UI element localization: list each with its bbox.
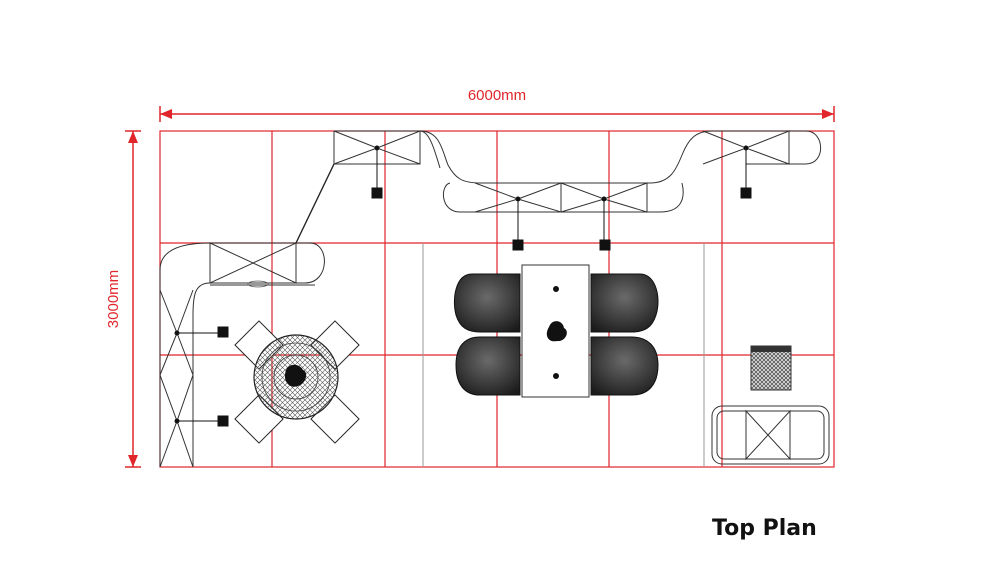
lounge-chair-left-top: [453, 273, 521, 333]
spotlight-3: [599, 239, 611, 251]
meeting-table-set: [453, 264, 659, 398]
height-dimension: [125, 130, 141, 468]
spotlight-2: [512, 239, 524, 251]
curved-left-wall: [159, 242, 325, 468]
lounge-chair-right-bottom: [590, 336, 659, 396]
lounge-chair-right-top: [590, 273, 659, 333]
spotlights: [174, 145, 752, 427]
spotlight-4: [740, 187, 752, 199]
table-flowers: [284, 364, 307, 387]
curved-back-wall: [333, 130, 821, 213]
round-table-set: [234, 320, 360, 444]
plan-title: Top Plan: [712, 516, 817, 541]
lounge-chair-left-bottom: [455, 336, 521, 396]
height-label: 3000mm: [105, 270, 122, 328]
spotlight-6: [217, 415, 229, 427]
spotlight-5: [217, 326, 229, 338]
display-box: [750, 345, 792, 391]
spotlight-1: [371, 187, 383, 199]
reception-counter: [711, 405, 830, 465]
partition-lines: [422, 243, 705, 467]
centerpiece: [546, 321, 567, 342]
connector-line: [295, 163, 335, 244]
width-dimension: [159, 106, 835, 122]
width-label: 6000mm: [468, 87, 526, 104]
